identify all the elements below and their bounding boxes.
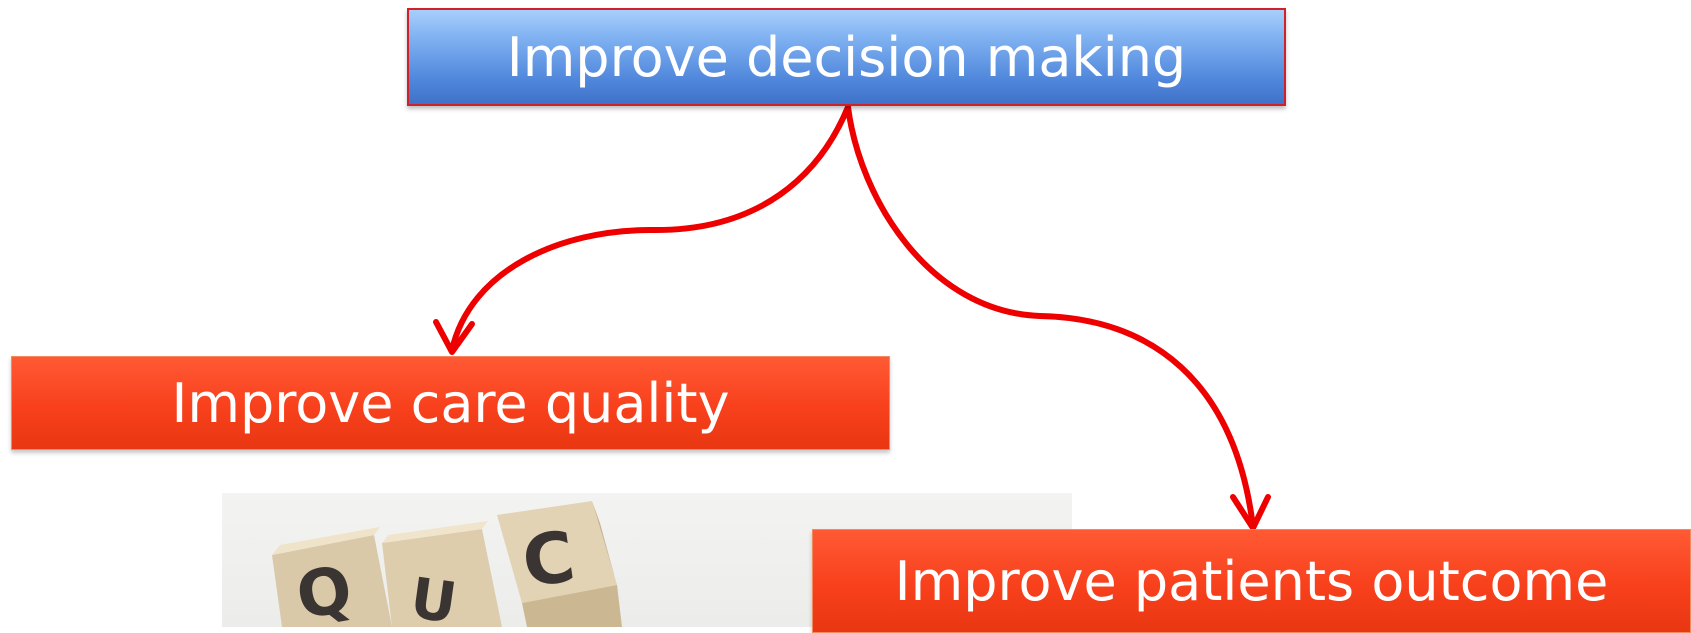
tile-letter-q: Q: [291, 552, 357, 627]
tile-letter-c: C: [517, 515, 579, 603]
letter-tiles-photo: Q U C: [222, 493, 1072, 627]
tile-u: U: [382, 521, 502, 627]
top-node-label: Improve decision making: [506, 25, 1187, 89]
arrow-to-care-quality: [449, 104, 851, 353]
arrowhead-patients-outcome: [1230, 494, 1271, 531]
right-node-label: Improve patients outcome: [894, 549, 1609, 613]
tile-letter-u: U: [406, 566, 460, 627]
arrowhead-care-quality: [433, 319, 475, 355]
tile-q: Q: [272, 527, 392, 627]
left-node-care-quality: Improve care quality: [11, 356, 890, 450]
arrow-to-patients-outcome: [845, 104, 1256, 530]
left-node-label: Improve care quality: [171, 371, 730, 435]
top-node-decision-making: Improve decision making: [407, 8, 1286, 106]
tile-c: C: [497, 501, 624, 627]
right-node-patients-outcome: Improve patients outcome: [812, 529, 1691, 633]
